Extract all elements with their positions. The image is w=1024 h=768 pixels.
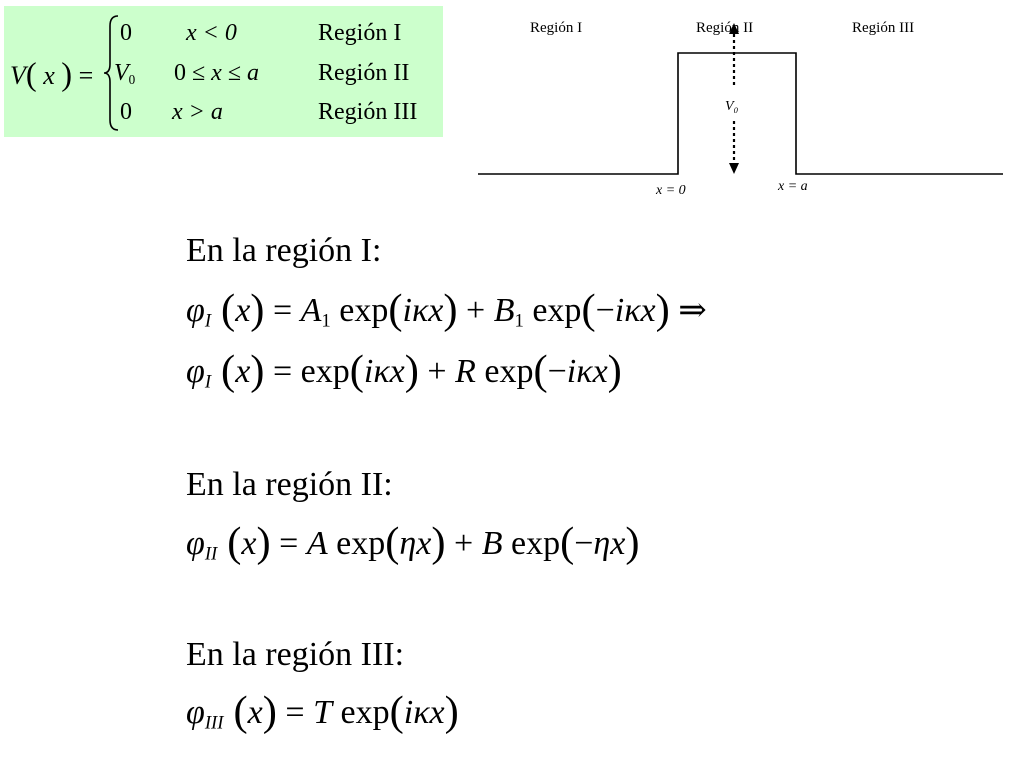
curly-brace-icon xyxy=(103,15,119,131)
diagram-region-1-label: Región I xyxy=(530,20,582,36)
barrier-profile xyxy=(478,52,1003,175)
case-value-1: 0 xyxy=(120,20,132,46)
region-2-heading: En la región II: xyxy=(186,466,393,503)
diagram-region-3-label: Región III xyxy=(852,20,914,36)
barrier-height-label: V₀ xyxy=(725,99,739,114)
case-condition-2: 0 ≤ x ≤ a xyxy=(174,60,259,86)
case-value-3: 0 xyxy=(120,99,132,125)
case-condition-1: x < 0 xyxy=(186,20,237,46)
region-1-equation-normalized: φI(x) = exp(iκx) + R exp(−iκx) xyxy=(186,346,622,394)
potential-definition-box: V( x ) = 0 x < 0 Región I V0 0 ≤ x ≤ a R… xyxy=(4,6,443,137)
region-2-equation: φII(x) = A exp(ηx) + B exp(−ηx) xyxy=(186,518,640,566)
x-zero-label: x = 0 xyxy=(655,183,686,198)
arrow-down-icon xyxy=(729,163,739,174)
case-region-1: Región I xyxy=(318,20,402,46)
region-3-equation: φIII(x) = T exp(iκx) xyxy=(186,687,459,735)
region-1-equation-general: φI(x) = A1 exp(iκx) + B1 exp(−iκx) ⇒ xyxy=(186,285,707,333)
potential-barrier-diagram: Región I Región II Región III V₀ x = 0 x… xyxy=(478,20,1003,198)
region-1-heading: En la región I: xyxy=(186,232,382,269)
case-region-2: Región II xyxy=(318,60,410,86)
region-3-heading: En la región III: xyxy=(186,636,405,673)
diagram-region-2-label: Región II xyxy=(696,20,753,36)
potential-lhs: V( x ) = xyxy=(10,57,94,94)
case-condition-3: x > a xyxy=(172,99,223,125)
x-a-label: x = a xyxy=(777,179,808,194)
case-value-2: V0 xyxy=(114,60,136,87)
arrow-up-icon xyxy=(729,23,739,34)
case-region-3: Región III xyxy=(318,99,418,125)
